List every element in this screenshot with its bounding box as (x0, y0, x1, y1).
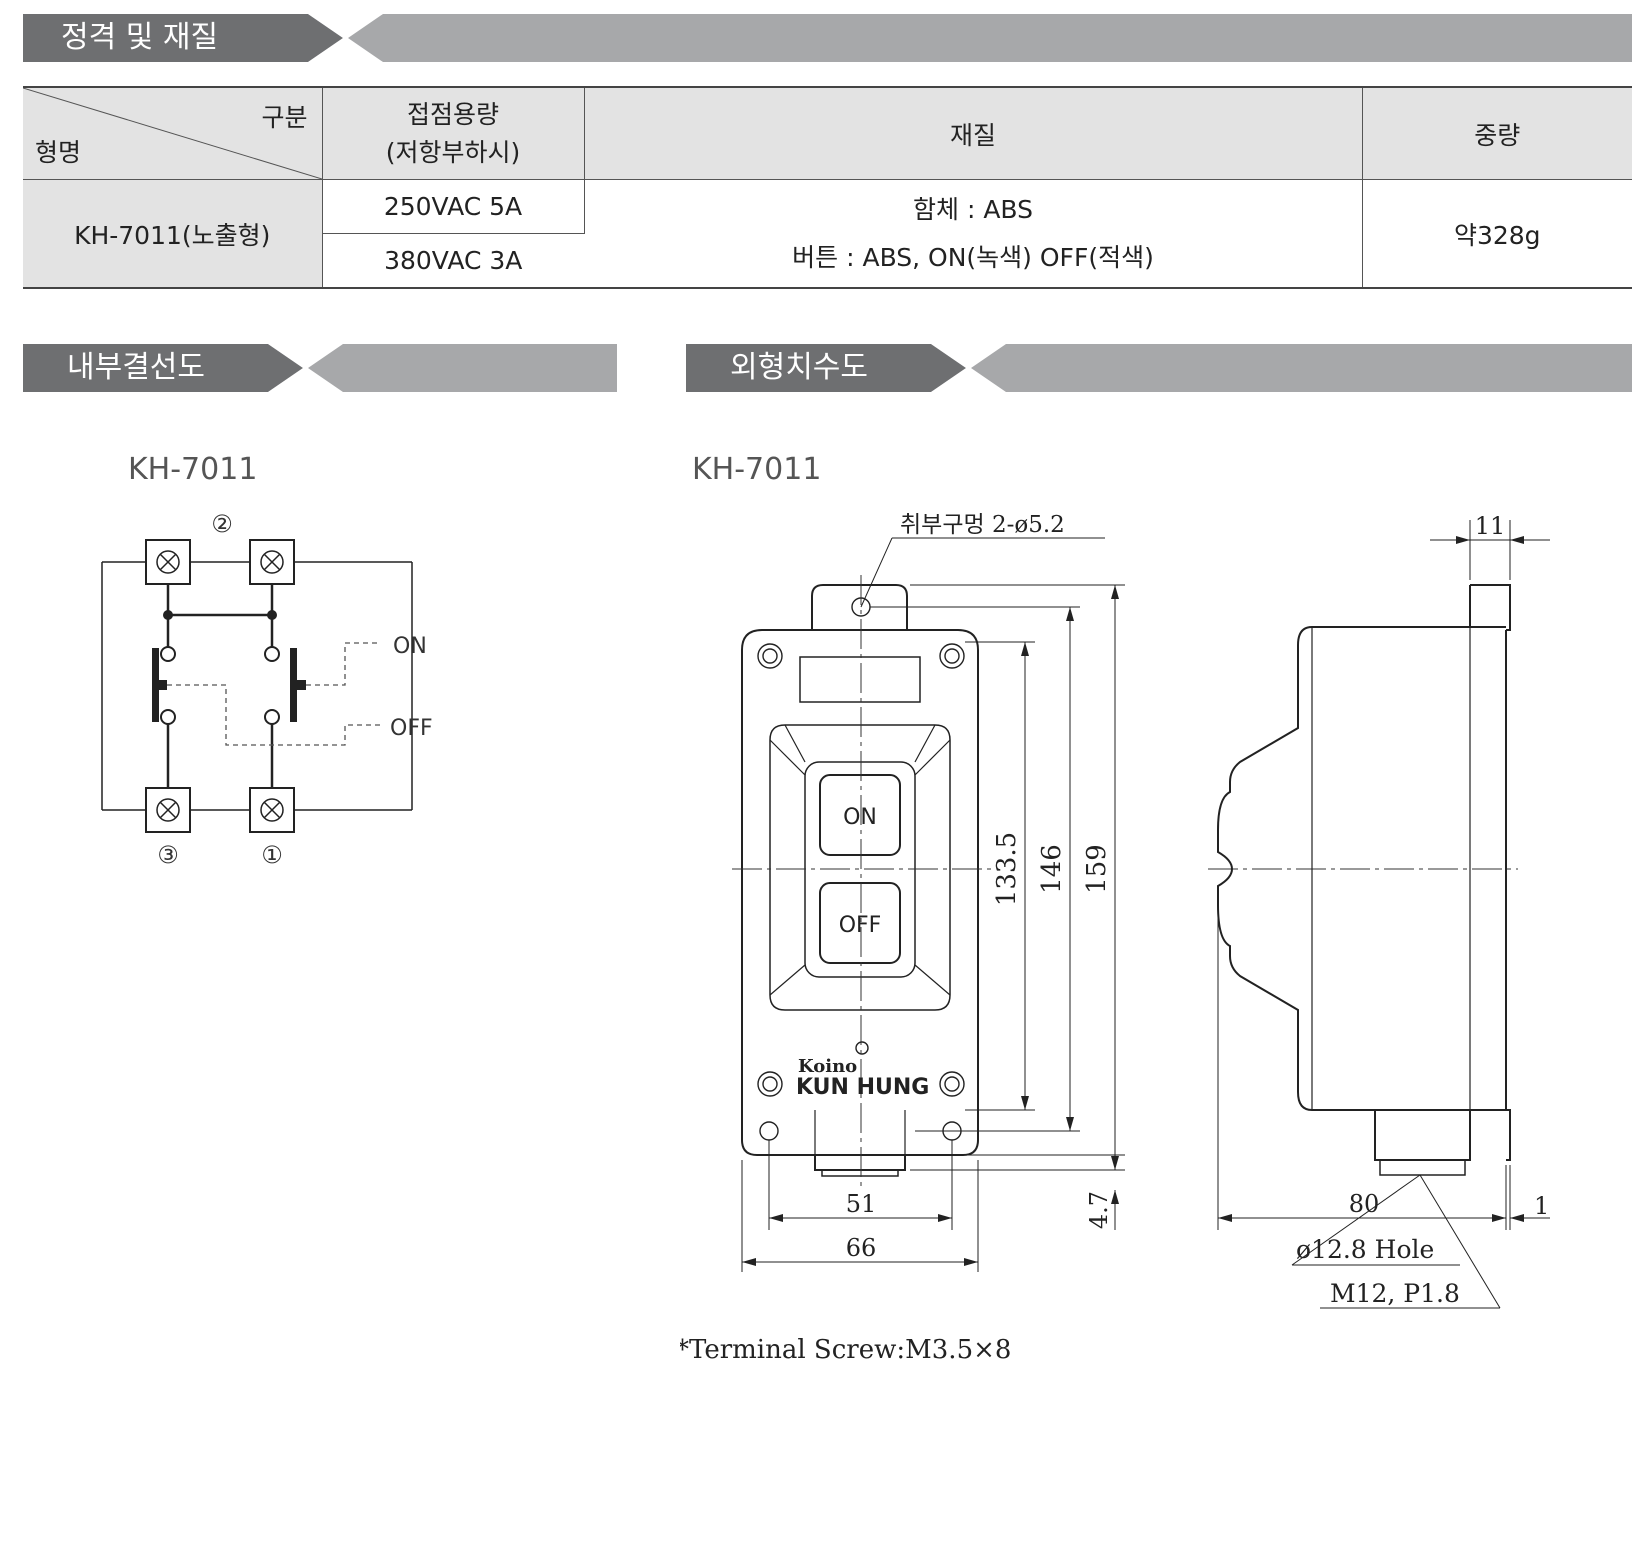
header-category: 구분 (261, 103, 308, 132)
header-model: 형명 (35, 138, 82, 167)
terminal-note: *Terminal Screw:M3.5×8 (680, 1335, 1011, 1365)
section-bar-shape (23, 14, 1632, 62)
terminal-bottom-right (249, 787, 295, 833)
dim-11: 11 (1475, 512, 1506, 540)
spec-row-1: KH-7011(노출형) 250VAC 5A 함체 : ABS 버튼 : ABS… (23, 179, 1632, 289)
section-bar-dimensions: 외형치수도 (686, 344, 1632, 392)
cell-material-line-1: 함체 : ABS (913, 194, 1033, 224)
thread-note: M12, P1.8 (1330, 1279, 1460, 1308)
cell-capacity-1: 250VAC 5A (322, 179, 585, 234)
section-bar-shape (23, 344, 617, 392)
dim-4-7: 4.7 (1085, 1191, 1113, 1229)
header-capacity-text: 접점용량 (저항부하시) (385, 99, 521, 167)
cell-material: 함체 : ABS 버튼 : ABS, ON(녹색) OFF(적색) (584, 179, 1363, 289)
section-title-rating: 정격 및 재질 (61, 20, 219, 55)
header-weight: 중량 (1362, 87, 1632, 180)
section-title-dimensions: 외형치수도 (730, 350, 868, 385)
section-bar-wiring: 내부결선도 (23, 344, 617, 392)
side-view (1217, 584, 1511, 1176)
wiring-diagram: ON OFF ② ③ ① (101, 510, 433, 869)
terminal-label-3: ③ (157, 841, 179, 869)
front-off-label: OFF (839, 913, 882, 938)
terminal-top-right (249, 539, 295, 585)
section-title-wiring: 내부결선도 (67, 350, 205, 385)
spec-table: 구분 형명 접점용량 (저항부하시) 재질 중량 KH-7011(노출형) 25… (23, 86, 1632, 289)
spec-row-2: 380VAC 3A (23, 233, 1632, 289)
label-off: OFF (390, 716, 433, 741)
dim-133-5: 133.5 (992, 832, 1022, 906)
brand-small: Koino (798, 1056, 857, 1077)
terminal-label-1: ① (261, 841, 283, 869)
header-capacity: 접점용량 (저항부하시) (322, 87, 585, 180)
dim-80: 80 (1349, 1190, 1380, 1218)
dim-146: 146 (1037, 844, 1067, 894)
wiring-model-label: KH-7011 (128, 452, 258, 487)
dim-159: 159 (1082, 844, 1112, 894)
cell-material-line-2: 버튼 : ABS, ON(녹색) OFF(적색) (792, 242, 1154, 272)
front-on-label: ON (843, 805, 877, 830)
front-on-button (819, 774, 901, 856)
dim-66: 66 (846, 1234, 877, 1262)
terminal-label-2: ② (211, 510, 233, 538)
label-on: ON (393, 634, 427, 659)
dim-51: 51 (846, 1190, 877, 1218)
contact-off (152, 648, 159, 722)
cell-capacity-2: 380VAC 3A (322, 233, 584, 289)
header-diagonal-cell: 구분 형명 (23, 87, 323, 180)
terminal-bottom-left (145, 787, 191, 833)
dimension-model-label: KH-7011 (692, 452, 822, 487)
spec-table-header-row: 구분 형명 접점용량 (저항부하시) 재질 중량 (23, 87, 1632, 180)
section-bar-shape (686, 344, 1632, 392)
section-bar-rating: 정격 및 재질 (23, 14, 1632, 62)
mount-hole-note: 취부구멍 2-ø5.2 (900, 512, 1065, 538)
dim-1: 1 (1534, 1192, 1549, 1220)
cell-model: KH-7011(노출형) (23, 179, 323, 289)
hole-note: ø12.8 Hole (1296, 1235, 1434, 1264)
front-off-button (819, 882, 901, 964)
header-material: 재질 (584, 87, 1363, 180)
diagonal-line (23, 88, 322, 179)
dimension-drawing: ON OFF Koino KUN HUNG (680, 512, 1550, 1365)
cell-weight: 약328g (1362, 179, 1632, 289)
terminal-top-left (145, 539, 191, 585)
contact-on (290, 648, 297, 722)
brand-large: KUN HUNG (796, 1075, 929, 1100)
